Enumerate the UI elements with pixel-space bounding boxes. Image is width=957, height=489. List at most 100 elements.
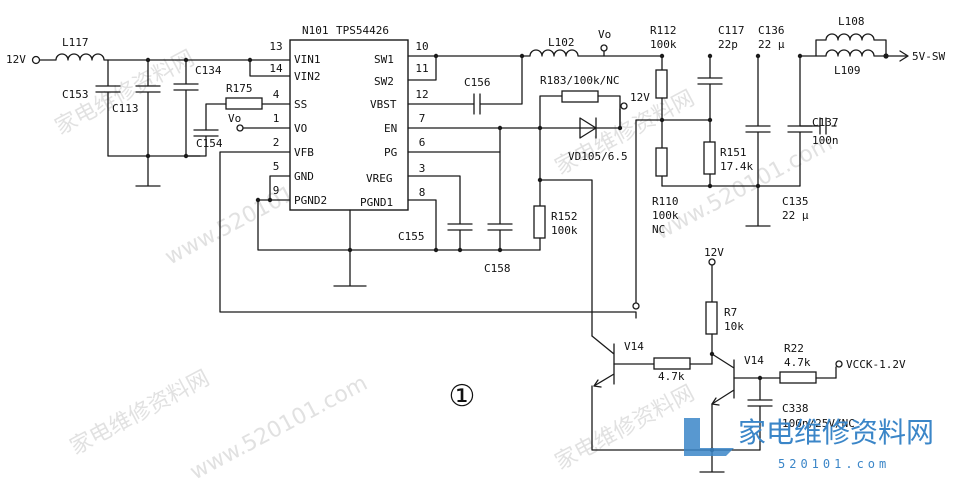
wire-v14a-collector: [539, 179, 593, 337]
pin-num: 11: [415, 62, 428, 75]
pin-num: 2: [273, 136, 280, 149]
net-label-vcck: VCCK-1.2V: [846, 358, 906, 371]
pin-name: PGND1: [360, 196, 393, 209]
watermark-cn: 家电维修资料网: [551, 381, 699, 475]
terminal-q-12v: [708, 258, 716, 266]
label-l108: L108: [838, 15, 865, 28]
pin-num: 6: [419, 136, 426, 149]
label-vd105: VD105/6.5: [568, 150, 628, 163]
terminal-vo-left: [236, 124, 244, 132]
label-r151: R151: [720, 146, 747, 159]
label-l117: L117: [62, 36, 89, 49]
value-base-resistor: 4.7k: [658, 370, 685, 383]
pin-name: VO: [294, 122, 307, 135]
resistor-r7: [705, 301, 718, 335]
wire-pgnd1: [407, 199, 437, 251]
label-r175: R175: [226, 82, 253, 95]
ic-ref: N101: [302, 24, 329, 37]
label-r22: R22: [784, 342, 804, 355]
pin-num: 10: [415, 40, 428, 53]
label-c154: C154: [196, 137, 223, 150]
wire-fb-node: [635, 119, 661, 304]
resistor-base: [653, 357, 691, 370]
capacitor-c153: [95, 59, 121, 157]
label-v14-right: V14: [744, 354, 764, 367]
resistor-r152: [533, 205, 546, 239]
value-r151: 17.4k: [720, 160, 753, 173]
label-v14-left: V14: [624, 340, 644, 353]
transistor-v14-left: [591, 335, 615, 387]
capacitor-c113: [135, 59, 161, 157]
arrow-5v-out: [885, 50, 909, 62]
label-c156: C156: [464, 76, 491, 89]
resistor-r22: [779, 371, 817, 384]
logo-mark-icon: [684, 418, 734, 456]
pin-num: 12: [415, 88, 428, 101]
value-r22: 4.7k: [784, 356, 811, 369]
pin-name: VFB: [294, 146, 314, 159]
pin-name: EN: [384, 122, 397, 135]
pin-name: PGND2: [294, 194, 327, 207]
ic-part: TPS54426: [336, 24, 389, 37]
resistor-r112: [655, 69, 668, 99]
wire-sw: [407, 55, 437, 81]
net-label-en-12v: 12V: [630, 91, 650, 104]
wire-vfb-feedback: [219, 151, 637, 319]
net-label-5v-sw: 5V-SW: [912, 50, 945, 63]
wire-vin2: [249, 59, 291, 77]
inductor-l117: [39, 53, 291, 61]
net-label-12v-in: 12V: [6, 53, 26, 66]
pin-num: 9: [273, 184, 280, 197]
terminal-en-12v: [620, 102, 628, 110]
nc-r110: NC: [652, 223, 665, 236]
label-c117: C117: [718, 24, 745, 37]
value-c135: 22 µ: [782, 209, 809, 222]
value-r112: 100k: [650, 38, 677, 51]
watermark-cn: 家电维修资料网: [66, 366, 214, 460]
wire-r183: [539, 95, 563, 129]
label-c158: C158: [484, 262, 511, 275]
label-l109: L109: [834, 64, 861, 77]
label-c338: C338: [782, 402, 809, 415]
watermark-layer: 家电维修资料网 www.520101.com 家电维修资料网 www.52010…: [51, 46, 837, 485]
pin-name: VBST: [370, 98, 397, 111]
watermark-url: www.520101.com: [186, 371, 372, 486]
inductor-l108: [799, 33, 887, 57]
value-r152: 100k: [551, 224, 578, 237]
capacitor-c117: [697, 55, 723, 121]
label-r7: R7: [724, 306, 737, 319]
pin-name: SW2: [374, 75, 394, 88]
pin-num: 14: [269, 62, 283, 75]
resistor-r175: [225, 97, 263, 110]
pin-name: VIN2: [294, 70, 321, 83]
pin-name: VREG: [366, 172, 393, 185]
label-c134: C134: [195, 64, 222, 77]
pin-num: 7: [419, 112, 426, 125]
value-c137: 100n: [812, 134, 839, 147]
resistor-r151: [703, 141, 716, 175]
capacitor-c155: [407, 175, 473, 251]
pin-num: 13: [269, 40, 282, 53]
pin-name: VIN1: [294, 53, 321, 66]
inductor-l102: [435, 49, 663, 57]
net-label-vo: Vo: [598, 28, 611, 41]
zener-vd105: [579, 117, 597, 139]
resistor-r110: [655, 147, 668, 177]
terminal-fb: [632, 302, 640, 310]
capacitor-c154: [185, 129, 219, 157]
label-r183: R183/100k/NC: [540, 74, 619, 87]
capacitor-c158: [487, 151, 513, 251]
label-r112: R112: [650, 24, 677, 37]
ground-input-caps: [107, 155, 201, 187]
terminal-vcck: [835, 360, 843, 368]
terminal-12v-in: [31, 55, 41, 65]
value-r7: 10k: [724, 320, 744, 333]
pin-num: 1: [273, 112, 280, 125]
logo-text-cn: 家电维修资料网: [738, 416, 934, 449]
capacitor-c156: [407, 55, 523, 115]
label-c135: C135: [782, 195, 809, 208]
capacitor-c338: [747, 377, 773, 451]
resistor-r183: [561, 90, 599, 103]
pin-num: 5: [273, 160, 280, 173]
wire-r175: [205, 103, 227, 131]
